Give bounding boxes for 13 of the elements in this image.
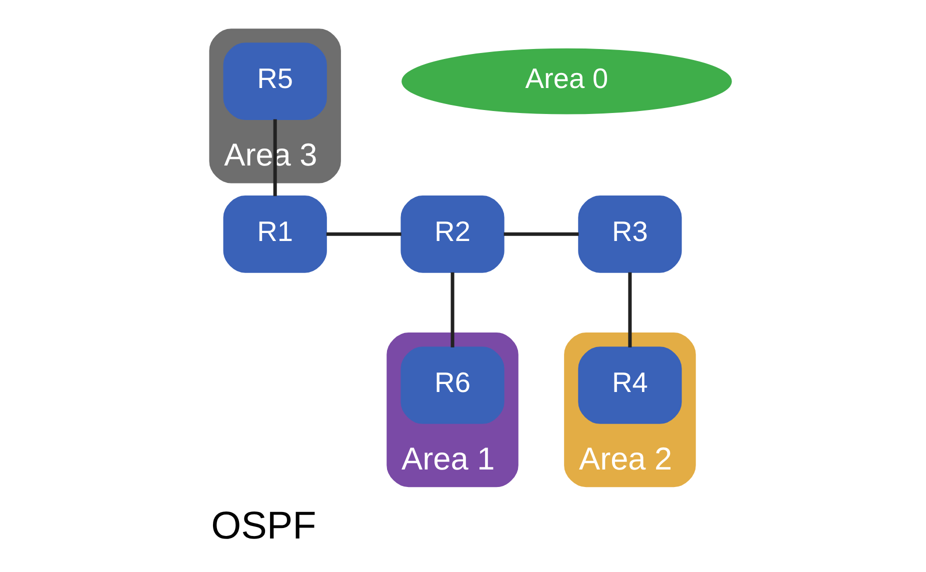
connector: [326, 232, 401, 236]
connector: [450, 272, 454, 348]
node-box: R3: [578, 196, 682, 273]
node-box: R6: [400, 346, 504, 424]
node-box: R2: [400, 196, 504, 273]
node-box: R1: [222, 196, 326, 273]
node-ellipse: Area 0: [401, 48, 732, 114]
connector: [628, 272, 632, 348]
node-box: R5: [222, 42, 326, 120]
connector: [272, 119, 276, 196]
node-box: R4: [578, 346, 682, 424]
diagram-title: OSPF: [210, 504, 316, 548]
connector: [503, 232, 578, 236]
